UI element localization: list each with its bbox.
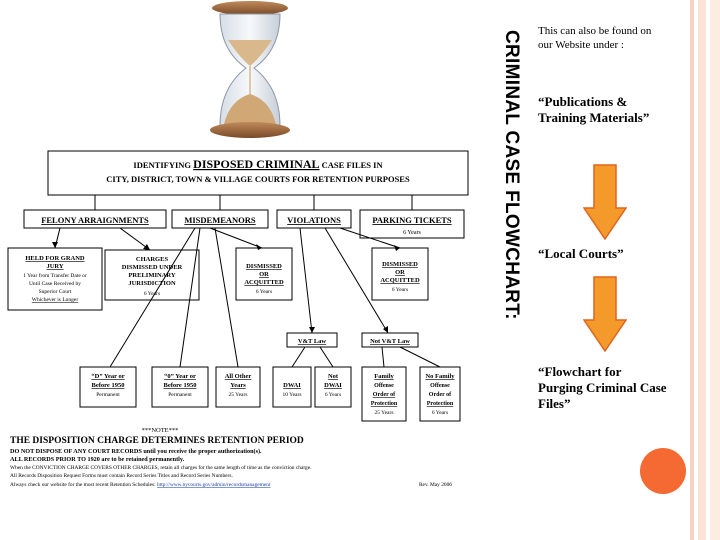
vertical-title: CRIMINAL CASE FLOWCHART: <box>498 30 526 330</box>
category-violations: VIOLATIONS <box>287 215 341 225</box>
not-vt-law: Not V&T Law <box>370 338 410 345</box>
family-l4: Protection <box>371 401 398 407</box>
dwai-l2: 10 Years <box>283 392 302 398</box>
flowchart: IDENTIFYING DISPOSED CRIMINAL CASE FILES… <box>7 150 469 488</box>
note-rev: Rev. May 2006 <box>419 482 452 488</box>
hourglass-icon <box>210 1 290 138</box>
decor-stripe <box>698 0 706 540</box>
not-dwai-l1: Not <box>328 373 339 380</box>
note-heading: ***NOTE*** <box>142 427 179 434</box>
other-years-l2: Years <box>230 382 246 389</box>
link-local-courts[interactable]: “Local Courts” <box>538 246 624 261</box>
website-note: This can also be found on our Website un… <box>538 25 652 51</box>
dismissed-viol-l2: OR <box>395 269 405 276</box>
charges-title3: PRELIMINARY <box>128 272 175 279</box>
held-line4: Whichever is Longer <box>32 297 79 303</box>
charges-title2: DISMISSED UNDER <box>122 264 183 271</box>
held-line1: 1 Year from Transfer Date or <box>23 272 87 279</box>
dwai-l1: DWAI <box>283 382 301 389</box>
category-parking: PARKING TICKETS <box>372 215 452 225</box>
zero-year-l3: Permanent <box>168 392 192 398</box>
category-misdemeanors: MISDEMEANORS <box>184 215 256 225</box>
not-dwai-l2: DWAI <box>324 382 342 389</box>
decor-stripe <box>690 0 694 540</box>
note-line2: ALL RECORDS PRIOR TO 1920 are to be reta… <box>10 456 185 463</box>
dismissed-viol-l1: DISMISSED <box>382 261 418 268</box>
no-family-l3: Order of <box>429 392 452 398</box>
dismissed-misd-years: 6 Years <box>256 289 272 295</box>
charges-title1: CHARGES <box>136 256 169 263</box>
held-line2: Until Case Received by <box>29 281 81 287</box>
parking-years: 6 Years <box>403 230 421 236</box>
no-family-l1: No Family <box>425 373 455 380</box>
flowchart-title-line2: CITY, DISTRICT, TOWN & VILLAGE COURTS FO… <box>106 174 410 184</box>
held-title2: JURY <box>46 263 63 270</box>
family-l2: Offense <box>374 383 394 389</box>
zero-year-l2: Before 1950 <box>164 382 197 389</box>
link-flowchart[interactable]: “Flowchart for Purging Criminal Case Fil… <box>538 364 667 411</box>
family-l3: Order of <box>373 392 396 398</box>
vt-law: V&T Law <box>298 338 327 345</box>
note-line3: When the CONVICTION CHARGE COVERS OTHER … <box>10 464 311 471</box>
decor-circle <box>640 448 686 494</box>
note-big: THE DISPOSITION CHARGE DETERMINES RETENT… <box>10 436 304 446</box>
held-title1: HELD FOR GRAND <box>25 255 85 262</box>
family-l5: 25 Years <box>375 410 394 416</box>
d-year-l3: Permanent <box>96 392 120 398</box>
note-line4: All Records Disposition Request Forms mu… <box>10 473 233 479</box>
d-year-l1: “D” Year or <box>91 373 124 380</box>
other-years-l3: 25 Years <box>229 392 248 398</box>
down-arrow-icon <box>583 164 627 240</box>
category-felony: FELONY ARRAIGNMENTS <box>41 215 149 225</box>
no-family-l4: Protection <box>427 401 454 407</box>
zero-year-l1: “0” Year or <box>164 373 196 380</box>
dismissed-misd-l3: ACQUITTED <box>244 279 284 286</box>
vertical-title-text: CRIMINAL CASE FLOWCHART: <box>501 30 522 320</box>
dismissed-misd-l2: OR <box>259 271 269 278</box>
note-line5: Always check our website for the most re… <box>10 481 271 488</box>
note-line1: DO NOT DISPOSE OF ANY COURT RECORDS unti… <box>10 448 262 455</box>
not-dwai-l3: 6 Years <box>325 392 341 398</box>
flowchart-title-line1: IDENTIFYING DISPOSED CRIMINAL CASE FILES… <box>133 157 383 171</box>
d-year-l2: Before 1950 <box>92 382 125 389</box>
charges-years: 6 Years <box>144 291 160 297</box>
down-arrow-icon <box>583 276 627 352</box>
family-l1: Family <box>374 373 394 380</box>
dismissed-misd-l1: DISMISSED <box>246 263 282 270</box>
link-publications[interactable]: “Publications & Training Materials” <box>538 94 650 125</box>
other-years-l1: All Other <box>225 373 252 380</box>
no-family-l2: Offense <box>430 383 450 389</box>
decor-stripe <box>710 0 720 540</box>
dismissed-viol-years: 6 Years <box>392 287 408 293</box>
no-family-l5: 6 Years <box>432 410 448 416</box>
charges-title4: JURISDICTION <box>128 280 176 287</box>
dismissed-viol-l3: ACQUITTED <box>380 277 420 284</box>
held-line3: Superior Court <box>39 289 72 295</box>
